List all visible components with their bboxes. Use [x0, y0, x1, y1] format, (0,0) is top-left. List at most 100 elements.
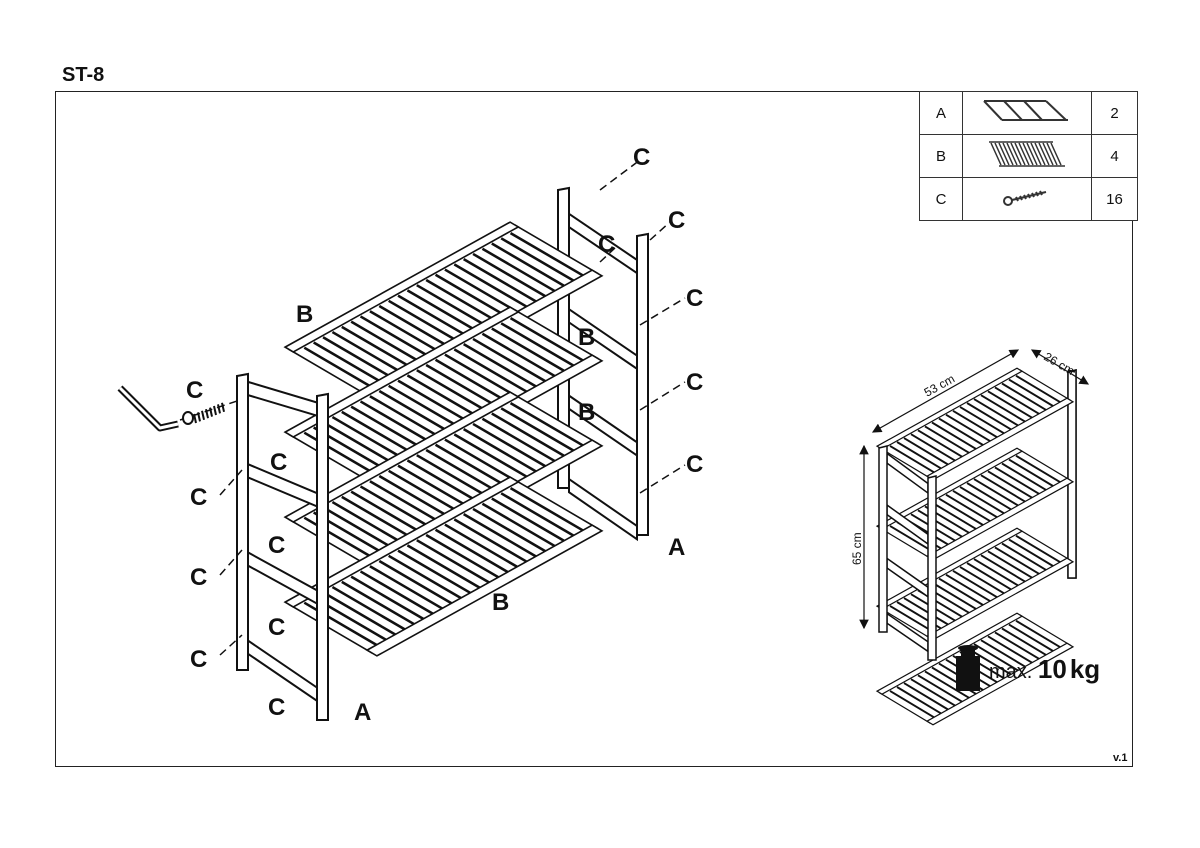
shelf-slat [959, 566, 1005, 595]
shelf-slat [322, 421, 396, 466]
shelf-slat [463, 428, 537, 473]
shelf-slat [1015, 374, 1061, 403]
side-frame-icon [962, 91, 1092, 135]
leader-line [649, 221, 671, 241]
shelf-slat [341, 580, 415, 626]
shelf-slat [481, 247, 556, 293]
shelf-slat [952, 569, 998, 599]
shelf-slat [500, 237, 574, 282]
shelf-slat [1008, 458, 1054, 487]
label-b: B [578, 399, 595, 426]
shelf-slat [453, 518, 528, 563]
shelf-back-rail [283, 476, 520, 608]
shelf-slat [388, 469, 462, 515]
shelf-slat [509, 316, 584, 362]
max-load-unit: kg [1069, 654, 1101, 684]
shelf-slat [453, 433, 528, 478]
frame-a-left [236, 372, 329, 721]
shelf-slat [945, 573, 991, 602]
shelf-slat [509, 486, 584, 532]
shelf-slat [987, 635, 1033, 664]
shelf-slat [331, 330, 406, 376]
shelf-slat [453, 348, 528, 393]
shelf-slat [341, 325, 415, 371]
screw-thread [205, 408, 209, 419]
shelf-slat [896, 686, 942, 715]
shelf-slat [453, 263, 528, 308]
label-c: C [686, 285, 703, 312]
weight-handle [958, 645, 978, 651]
screw-thread [193, 413, 197, 424]
shelf-slat [491, 242, 565, 287]
shelf-slat [397, 549, 471, 594]
leader-line [639, 464, 686, 494]
shelf-slat [350, 575, 424, 620]
shelf-slat [980, 554, 1026, 583]
shelf-slat [889, 690, 935, 719]
shelf-slat [987, 470, 1033, 499]
shelf-slat [350, 320, 424, 365]
shelf-slat [959, 486, 1005, 515]
shelf-slat [350, 490, 424, 535]
shelf-slat [966, 482, 1012, 511]
shelf-slat [509, 231, 584, 277]
label-b: B [578, 324, 595, 351]
shelf-slat [369, 480, 443, 525]
leader-line [219, 634, 243, 656]
shelf-slat [952, 489, 998, 519]
shelf-slat [463, 343, 537, 388]
dimension-depth [1030, 349, 1090, 385]
shelf-slat [1015, 454, 1061, 483]
part-quantity: 16 [1091, 177, 1138, 221]
shelf-slat [406, 459, 481, 504]
shelf-slat [444, 523, 518, 568]
shelf-slat [397, 294, 471, 339]
shelf-slat [491, 497, 565, 542]
shelf-slat [917, 674, 963, 703]
shelf-slat [1001, 462, 1047, 491]
shelf-slat [434, 528, 509, 574]
shelf-slat [434, 358, 509, 404]
shelf-slat [397, 464, 471, 509]
shelf-slat [378, 474, 453, 520]
label-c: C [270, 449, 287, 476]
shelf-slat [500, 492, 574, 537]
assembled-shelf [875, 367, 1075, 481]
shelf-slat [341, 410, 415, 456]
shelf-slat [973, 558, 1019, 587]
dimension-width [871, 349, 1020, 433]
shelf-slat [1015, 534, 1061, 563]
label-c: C [268, 694, 285, 721]
shelf-slat [388, 554, 462, 600]
label-c: C [633, 144, 650, 171]
shelf-slat [910, 433, 956, 462]
version-label: v.1 [1113, 752, 1128, 764]
shelf-slat [434, 443, 509, 489]
shelf-slat [416, 539, 490, 584]
label-c: C [268, 614, 285, 641]
shelf-slat [987, 550, 1033, 579]
shelf-slat [889, 525, 935, 554]
label-b: B [492, 589, 509, 616]
shelf-slat [425, 278, 499, 324]
part-quantity: 2 [1091, 91, 1138, 135]
shelf-front-rail [365, 524, 604, 657]
shelf-slat [931, 581, 977, 610]
parts-table: A 2 B 4 C 16 [919, 91, 1138, 221]
shelf-slat [322, 591, 396, 636]
parts-row: A 2 [919, 91, 1138, 135]
shelf-slat [313, 341, 387, 386]
shelf-slat [903, 597, 949, 626]
shelf-slat [994, 466, 1040, 495]
shelf-slat [500, 322, 574, 367]
shelf-slat [341, 495, 415, 541]
shelf-slat [378, 559, 453, 605]
shelf-slat [388, 299, 462, 345]
leader-line [599, 247, 616, 263]
shelf-slat [500, 407, 574, 452]
leader-line [219, 549, 243, 576]
frame-post-back [878, 445, 888, 633]
assembled-view [859, 349, 1090, 726]
shelf-slat [994, 546, 1040, 575]
shelf-slat [359, 400, 434, 445]
